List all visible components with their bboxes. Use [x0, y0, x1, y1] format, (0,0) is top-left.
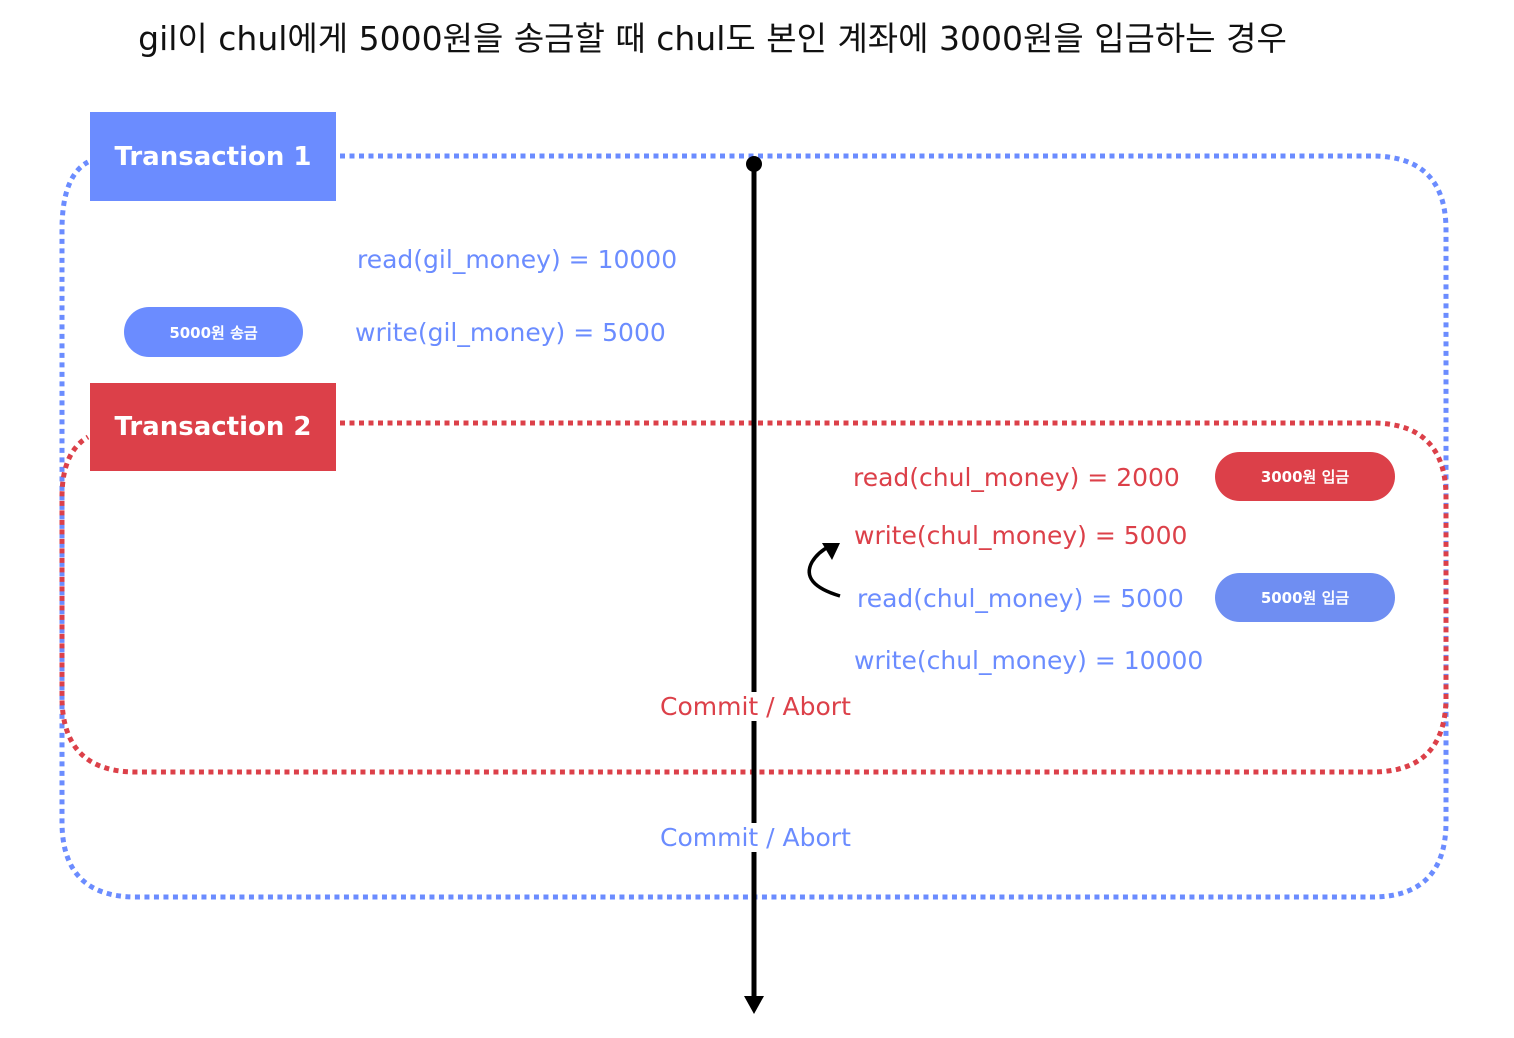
transaction-1-label: Transaction 1	[90, 112, 336, 201]
transaction-1-boundary	[59, 153, 1449, 900]
arrow-down-icon	[744, 996, 764, 1014]
curved-arrow-up-icon	[807, 543, 841, 598]
t1-read-gil: read(gil_money) = 10000	[357, 245, 678, 274]
t1-commit-abort: Commit / Abort	[654, 823, 857, 852]
t2-commit-abort: Commit / Abort	[654, 692, 857, 721]
diagram-title: gil이 chul에게 5000원을 송금할 때 chul도 본인 계좌에 30…	[138, 19, 1287, 58]
t1-write-chul: write(chul_money) = 10000	[854, 646, 1204, 675]
t2-deposit-pill: 3000원 입금	[1215, 452, 1395, 501]
t1-deposit-pill: 5000원 입금	[1215, 573, 1395, 622]
transaction-2-boundary	[59, 420, 1449, 775]
t1-transfer-pill: 5000원 송금	[124, 307, 303, 357]
t2-write-chul: write(chul_money) = 5000	[854, 521, 1188, 550]
t1-read-chul: read(chul_money) = 5000	[857, 584, 1184, 613]
transaction-2-label: Transaction 2	[90, 383, 336, 471]
t2-read-chul: read(chul_money) = 2000	[853, 463, 1180, 492]
t1-write-gil: write(gil_money) = 5000	[355, 318, 666, 347]
